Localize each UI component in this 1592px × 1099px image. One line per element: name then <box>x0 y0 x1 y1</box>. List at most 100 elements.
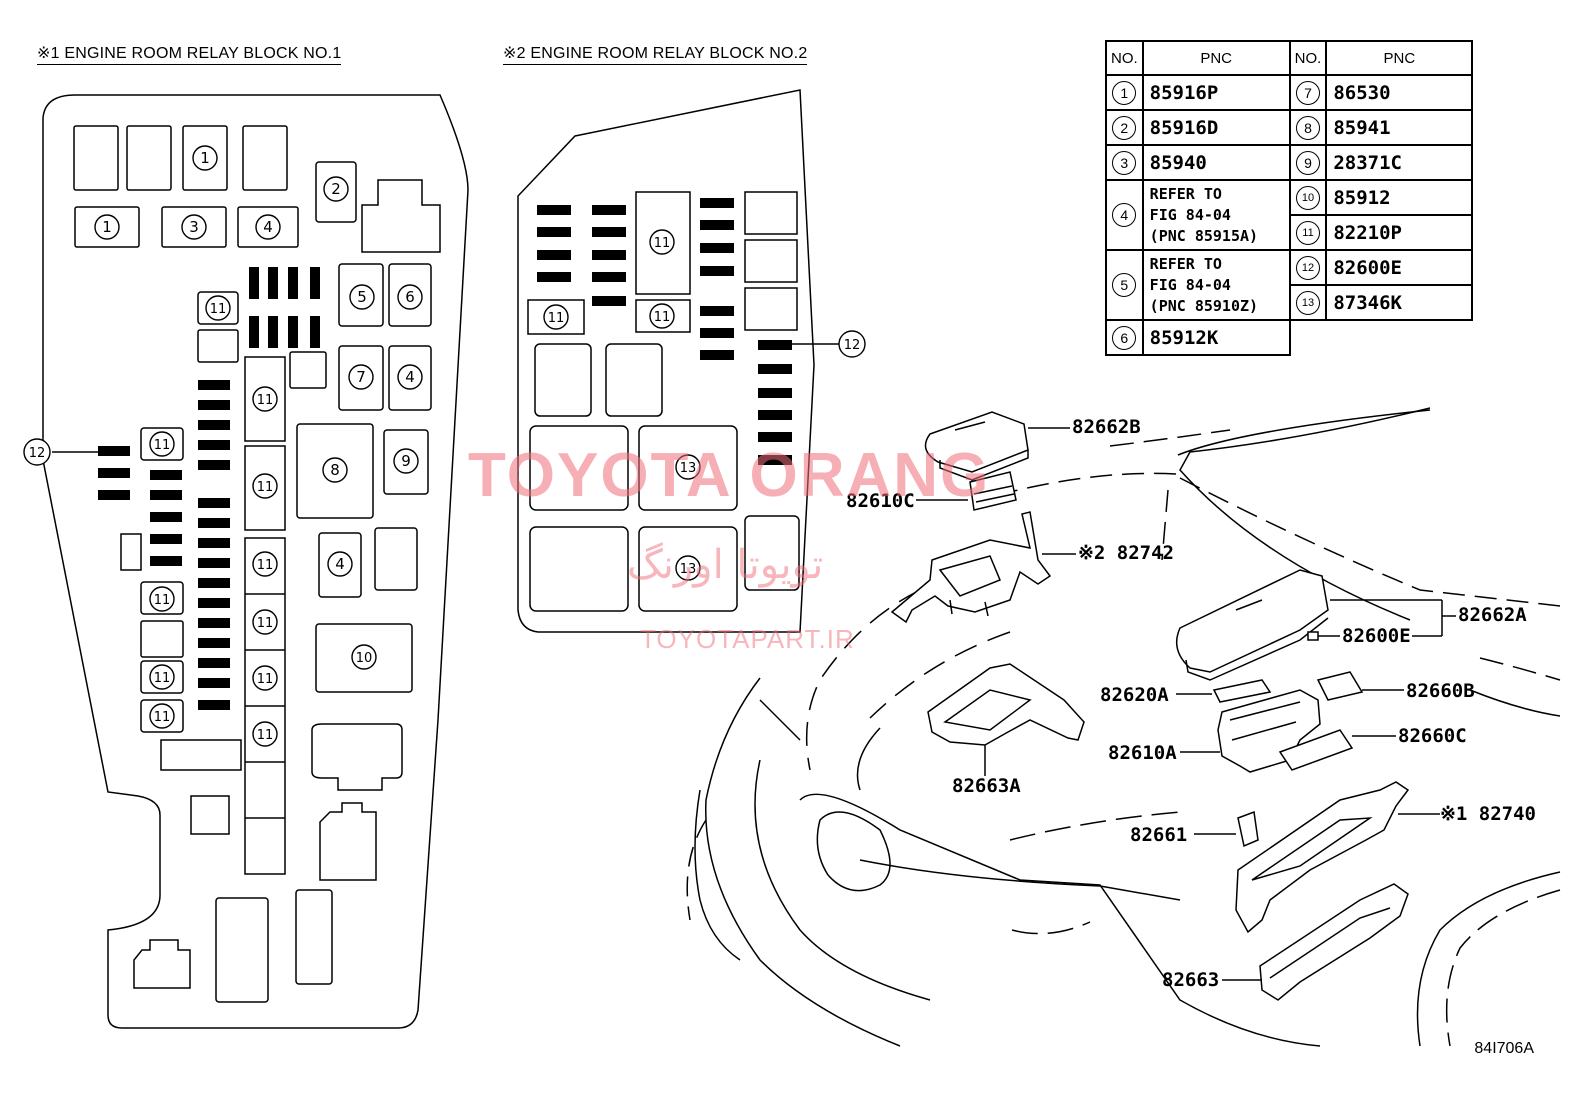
svg-text:5: 5 <box>357 288 367 306</box>
callout-b1-6: 6 <box>397 284 423 310</box>
svg-text:11: 11 <box>548 311 565 326</box>
svg-text:6: 6 <box>405 288 415 306</box>
svg-text:1: 1 <box>200 149 210 167</box>
block2-title: ※2 ENGINE ROOM RELAY BLOCK NO.2 <box>503 43 808 65</box>
callout-b1-12: 12 <box>23 438 51 466</box>
callout-b1-11i: 11 <box>149 586 175 612</box>
callout-b1-11e: 11 <box>252 609 278 635</box>
row-no: 12 <box>1296 255 1320 280</box>
svg-text:13: 13 <box>680 562 697 577</box>
svg-text:12: 12 <box>29 446 46 461</box>
row-no: 11 <box>1296 220 1320 245</box>
row-no: 4 <box>1112 203 1137 227</box>
row-no: 8 <box>1296 115 1320 140</box>
part-label-82610c: 82610C <box>846 490 915 512</box>
callout-b2-13a: 13 <box>675 454 701 480</box>
callout-b1-11b: 11 <box>252 386 278 412</box>
callout-b2-12: 12 <box>838 330 866 358</box>
row-ref-line: FIG 84-04 <box>1149 275 1231 294</box>
svg-text:3: 3 <box>189 218 199 236</box>
svg-text:11: 11 <box>257 672 274 687</box>
header-pnc-right: PNC <box>1325 40 1474 76</box>
svg-text:11: 11 <box>257 558 274 573</box>
watermark-site: TOYOTAPART.IR <box>640 624 855 654</box>
row-no: 6 <box>1112 325 1137 350</box>
header-no-right: NO. <box>1288 40 1328 76</box>
row-pnc: 86530 <box>1325 74 1474 111</box>
row-no: 2 <box>1112 115 1137 140</box>
part-label-82620a: 82620A <box>1100 684 1169 706</box>
part-label-82662a: 82662A <box>1458 604 1527 626</box>
row-ref-line: REFER TO <box>1149 184 1222 203</box>
callout-b1-4c: 4 <box>327 551 353 577</box>
callout-b1-5: 5 <box>349 284 375 310</box>
row-no: 9 <box>1296 150 1320 175</box>
svg-text:11: 11 <box>654 310 671 325</box>
callout-b2-11c: 11 <box>649 303 675 329</box>
callout-b1-9: 9 <box>393 448 419 474</box>
callout-b1-7: 7 <box>348 364 374 390</box>
figure-code: 84I706A <box>1474 1040 1534 1057</box>
row-no: 7 <box>1296 80 1320 105</box>
part-label-82660b: 82660B <box>1406 680 1475 702</box>
block1-title: ※1 ENGINE ROOM RELAY BLOCK NO.1 <box>37 43 342 65</box>
svg-text:4: 4 <box>263 218 273 236</box>
fuse-bars-block2 <box>537 198 792 465</box>
header-no-left: NO. <box>1105 40 1144 76</box>
callout-b1-4a: 4 <box>255 214 281 240</box>
svg-text:11: 11 <box>154 593 171 608</box>
callout-b1-8: 8 <box>322 457 348 483</box>
row-no: 3 <box>1112 150 1137 175</box>
svg-text:7: 7 <box>356 368 366 386</box>
callout-b1-1a: 1 <box>192 145 218 171</box>
svg-text:11: 11 <box>154 671 171 686</box>
svg-text:9: 9 <box>401 452 411 470</box>
header-pnc-left: PNC <box>1141 40 1291 76</box>
row-pnc: 85941 <box>1325 109 1474 146</box>
part-label-82740: ※1 82740 <box>1440 803 1536 825</box>
row-ref-line: (PNC 85915A) <box>1149 226 1259 245</box>
callout-b1-11g: 11 <box>252 721 278 747</box>
callout-b1-11f: 11 <box>252 665 278 691</box>
part-label-82742: ※2 82742 <box>1078 542 1174 564</box>
fuse-bars-block1 <box>98 267 320 710</box>
row-no: 13 <box>1296 290 1320 315</box>
part-label-82661: 82661 <box>1130 824 1188 846</box>
watermark-persian: تویوتا اورنگ <box>627 542 824 588</box>
svg-text:10: 10 <box>356 651 373 666</box>
callout-b2-13b: 13 <box>675 555 701 581</box>
svg-text:2: 2 <box>331 180 341 198</box>
part-label-82600e: 82600E <box>1342 625 1411 647</box>
row-pnc: 85916P <box>1141 74 1291 111</box>
block2-outline <box>517 89 815 633</box>
row-pnc: 28371C <box>1325 144 1474 181</box>
row-no: 5 <box>1112 273 1137 297</box>
row-ref-line: (PNC 85910Z) <box>1149 296 1259 315</box>
row-ref-line: REFER TO <box>1149 254 1222 273</box>
callout-b2-11a: 11 <box>649 229 675 255</box>
svg-text:8: 8 <box>330 461 340 479</box>
callout-b1-11d: 11 <box>252 551 278 577</box>
svg-text:11: 11 <box>257 480 274 495</box>
svg-text:11: 11 <box>154 438 171 453</box>
svg-text:4: 4 <box>335 555 345 573</box>
row-pnc: 85916D <box>1141 109 1291 146</box>
svg-text:13: 13 <box>680 461 697 476</box>
part-label-82662b: 82662B <box>1072 416 1141 438</box>
callout-b1-11k: 11 <box>149 703 175 729</box>
svg-text:1: 1 <box>102 218 112 236</box>
callout-b2-11b: 11 <box>543 304 569 330</box>
callout-b1-1b: 1 <box>94 214 120 240</box>
part-label-82663a: 82663A <box>952 775 1021 797</box>
callout-b1-4b: 4 <box>397 364 423 390</box>
part-label-82663: 82663 <box>1162 969 1220 991</box>
row-pnc: 85912K <box>1141 319 1291 356</box>
row-pnc: 82600E <box>1325 249 1474 286</box>
row-no: 1 <box>1112 80 1137 105</box>
svg-text:11: 11 <box>154 710 171 725</box>
svg-text:11: 11 <box>257 393 274 408</box>
callout-b1-11h: 11 <box>149 431 175 457</box>
svg-text:12: 12 <box>844 338 861 353</box>
callout-b1-10: 10 <box>351 644 377 670</box>
row-ref-line: FIG 84-04 <box>1149 205 1231 224</box>
